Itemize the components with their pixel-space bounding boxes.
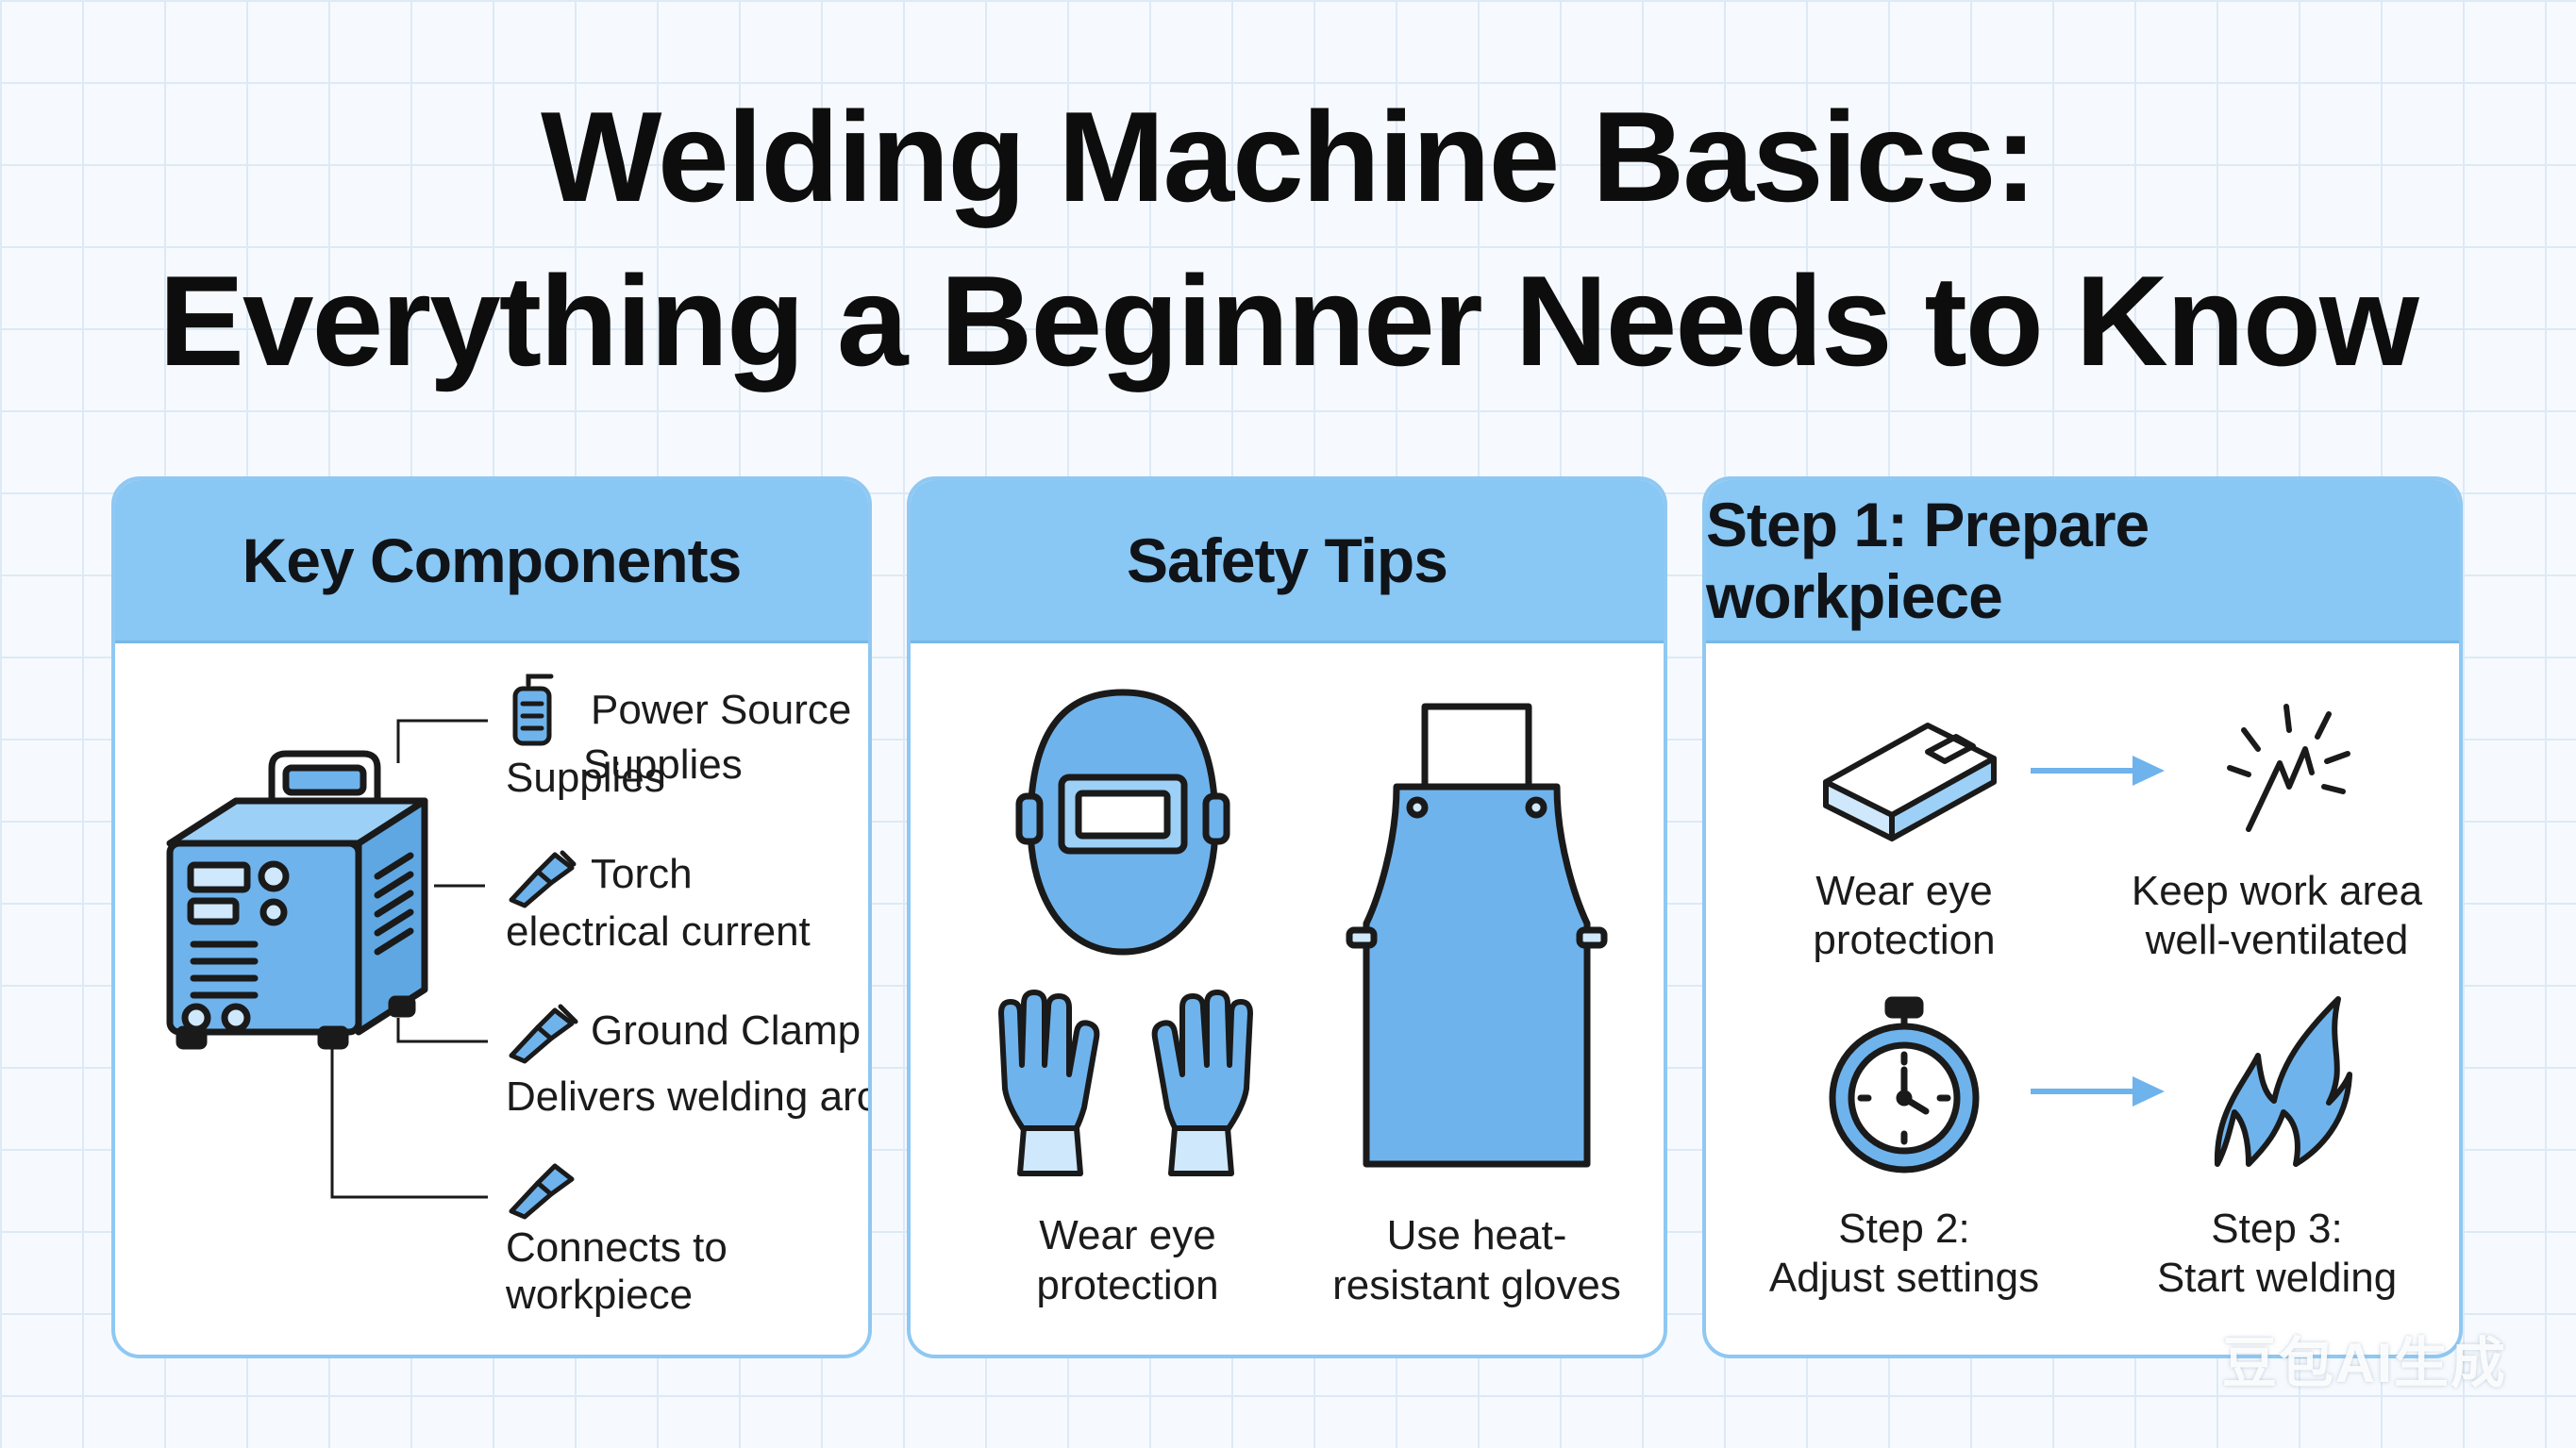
component-leader-lines xyxy=(330,719,488,1199)
arrow-right-icon xyxy=(2031,756,2165,786)
eye-protection-label-line-1: Wear eye xyxy=(1039,1212,1216,1258)
power-source-label: Power Source xyxy=(591,687,852,733)
ground-clamp-icon xyxy=(509,1004,578,1064)
power-source-icon xyxy=(512,674,554,746)
connects-label-line-2: workpiece xyxy=(506,1272,694,1318)
electrical-current-label: electrical current xyxy=(506,908,811,955)
gloves-label-line-1: Use heat- xyxy=(1386,1212,1567,1258)
ventilated-label-line-1: Keep work area xyxy=(2131,868,2423,914)
connector-icon xyxy=(509,1163,575,1220)
ground-clamp-label: Ground Clamp xyxy=(591,1007,861,1054)
step-2-label-line-1: Step 2: xyxy=(1838,1206,1970,1252)
stopwatch-icon xyxy=(1829,996,1980,1173)
page-title-line-2: Everything a Beginner Needs to Know xyxy=(159,249,2419,392)
apron-icon xyxy=(1346,703,1608,1168)
delivers-arc-label: Delivers welding arc xyxy=(506,1074,872,1120)
eye-protection-label-line-2: protection xyxy=(1036,1262,1219,1308)
supplies-label-overlap: Supplies xyxy=(583,741,743,788)
spark-icon xyxy=(2227,704,2350,832)
key-components-heading: Key Components xyxy=(115,480,868,643)
steps-card: Step 1: Prepare workpiece Wear eye prote… xyxy=(1702,476,2463,1358)
torch-icon xyxy=(509,850,577,908)
step-3-label-line-2: Start welding xyxy=(2156,1255,2398,1301)
page-title-line-1: Welding Machine Basics: xyxy=(541,85,2037,228)
torch-label: Torch xyxy=(591,851,693,897)
supplies-label: Supplies xyxy=(506,755,665,801)
key-components-card: Key Components xyxy=(111,476,872,1358)
wear-eye-label-line-2: protection xyxy=(1813,917,1996,963)
gloves-label-line-2: resistant gloves xyxy=(1332,1262,1621,1308)
arrow-right-icon-2 xyxy=(2031,1076,2165,1107)
wear-eye-label-line-1: Wear eye xyxy=(1815,868,1993,914)
step-1-heading: Step 1: Prepare workpiece xyxy=(1706,480,2459,643)
safety-tips-card: Safety Tips Wear eye protection Use h xyxy=(907,476,1667,1358)
connects-label-line-1: Connects to xyxy=(506,1224,728,1271)
gloves-icon xyxy=(998,990,1253,1176)
step-3-label-line-1: Step 3: xyxy=(2211,1206,2343,1252)
welding-helmet-icon xyxy=(1015,689,1230,956)
flame-icon xyxy=(2214,996,2352,1167)
welding-machine-icon xyxy=(166,750,428,1050)
ventilated-label-line-2: well-ventilated xyxy=(2145,917,2409,963)
ai-watermark: 豆包AI生成 xyxy=(2222,1333,2508,1394)
step-2-label-line-2: Adjust settings xyxy=(1768,1255,2040,1301)
safety-tips-heading: Safety Tips xyxy=(911,480,1664,643)
metal-plate-icon xyxy=(1823,723,1997,841)
